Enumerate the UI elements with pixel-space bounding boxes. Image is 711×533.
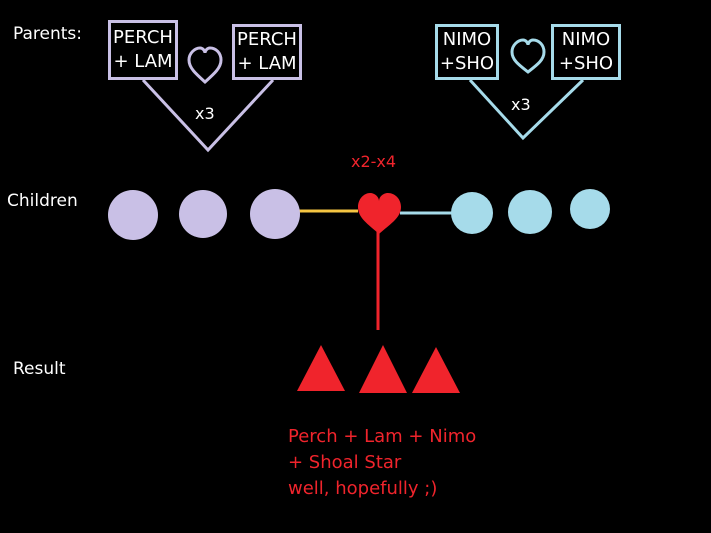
result-triangle <box>297 345 345 391</box>
merge-multiplier: x2-x4 <box>351 152 397 171</box>
parent-box-line: NIMO <box>442 29 492 50</box>
parent-box-line: + LAM <box>237 53 297 74</box>
children-label: Children <box>7 191 78 211</box>
left-parents-heart-icon <box>187 46 223 85</box>
left-parents-multiplier: x3 <box>195 104 215 123</box>
right-parents-connector <box>468 78 585 141</box>
parent-box-perch-lam-left: PERCH + LAM <box>108 20 178 80</box>
parents-label: Parents: <box>13 24 83 44</box>
result-triangle <box>359 345 407 393</box>
merge-heart-icon <box>358 193 401 234</box>
result-note-line: + Shoal Star <box>288 452 402 473</box>
result-triangle <box>412 347 460 393</box>
right-parents-heart-icon <box>510 38 546 74</box>
parent-box-line: PERCH <box>237 29 297 50</box>
result-note-line: Perch + Lam + Nimo <box>288 426 477 447</box>
parent-box-line: + LAM <box>113 51 173 72</box>
parent-box-nimo-sho-right: NIMO +SHO <box>551 24 621 80</box>
parent-box-line: +SHO <box>439 53 495 74</box>
result-note: Perch + Lam + Nimo + Shoal Star well, ho… <box>288 424 476 502</box>
parent-box-nimo-sho-left: NIMO +SHO <box>435 24 499 80</box>
child-dot-right <box>508 190 552 234</box>
child-dot-left <box>179 190 227 238</box>
child-dot-right <box>570 189 610 229</box>
child-dot-left <box>250 189 300 239</box>
parent-box-line: +SHO <box>558 53 614 74</box>
child-dot-right <box>451 192 493 234</box>
left-parents-connector <box>141 78 275 153</box>
right-parents-multiplier: x3 <box>511 95 531 114</box>
parent-box-line: NIMO <box>561 29 611 50</box>
result-label: Result <box>13 359 66 379</box>
parent-box-perch-lam-right: PERCH + LAM <box>232 24 302 80</box>
result-note-line: well, hopefully ;) <box>288 478 438 499</box>
parent-box-line: PERCH <box>113 27 173 48</box>
child-dot-left <box>108 190 158 240</box>
